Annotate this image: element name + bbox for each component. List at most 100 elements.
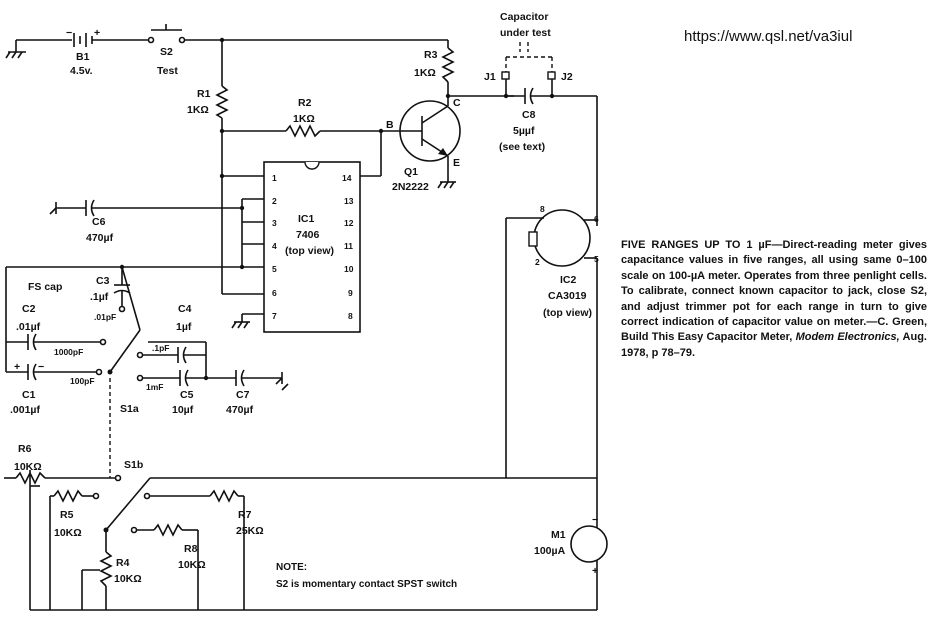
r3-label: R3 [424, 49, 438, 61]
c7-value: 470µf [226, 404, 254, 416]
ic1-value: 7406 [296, 229, 320, 241]
c2-value: .01µf [16, 321, 41, 333]
resistor-r5 [53, 489, 83, 503]
c3-label: C3 [96, 275, 110, 287]
switch-s1b[interactable] [103, 477, 151, 533]
ic1-chip [263, 161, 361, 333]
ic1-pin-13: 13 [344, 196, 354, 206]
r3-value: 1KΩ [414, 67, 436, 79]
cap-under-test-label-1: Capacitor [500, 11, 548, 23]
switch-s1a[interactable] [107, 329, 141, 375]
r6-value: 10KΩ [14, 461, 42, 473]
c6-value: 470µf [86, 232, 114, 244]
ic1-pin-2: 2 [272, 196, 277, 206]
ic1-pin-12: 12 [344, 218, 354, 228]
capacitor-c2 [6, 333, 100, 351]
figure-caption: FIVE RANGES UP TO 1 µF—Direct-reading me… [621, 238, 927, 361]
b1-value: 4.5v. [70, 65, 93, 77]
ic2-pin-2: 2 [535, 257, 540, 267]
meter-m1 [570, 525, 608, 563]
ic2-chip [528, 209, 591, 267]
c5-label: C5 [180, 389, 194, 401]
r5-value: 10KΩ [54, 527, 82, 539]
s2-value: Test [157, 65, 178, 77]
resistor-r1 [215, 85, 229, 119]
ic1-pin-4: 4 [272, 241, 277, 251]
s2-label: S2 [160, 46, 173, 58]
switch-s2 [147, 24, 186, 44]
note-text: S2 is momentary contact SPST switch [276, 579, 457, 590]
pos-1000pf-label: 1000pF [54, 347, 83, 357]
m1-label: M1 [551, 529, 566, 541]
ic2-note: (top view) [543, 307, 592, 319]
ic1-pin-6: 6 [272, 288, 277, 298]
c3-position-label: .01pF [94, 312, 116, 322]
fs-cap-label: FS cap [28, 281, 62, 293]
ic1-pin-3: 3 [272, 218, 277, 228]
ic2-value: CA3019 [548, 290, 587, 302]
battery-b1 [73, 33, 93, 47]
ic2-pin-6: 6 [594, 214, 599, 224]
ground-b1 [5, 40, 26, 59]
q1-label: Q1 [404, 166, 418, 178]
c5-value: 10µf [172, 404, 194, 416]
q1-emitter-label: E [453, 157, 460, 169]
c2-label: C2 [22, 303, 36, 315]
ic1-pin-9: 9 [348, 288, 353, 298]
r7-label: R7 [238, 509, 252, 521]
ic1-pin-8: 8 [348, 311, 353, 321]
source-url: https://www.qsl.net/va3iul [684, 28, 853, 45]
ground-c7 [275, 372, 289, 391]
ground-ic1 [231, 314, 250, 329]
ic1-label: IC1 [298, 213, 315, 225]
q1-collector-label: C [453, 97, 461, 109]
ic2-pin-8: 8 [540, 204, 545, 214]
ic1-note: (top view) [285, 245, 334, 257]
ic1-pin-14: 14 [342, 173, 352, 183]
pos-1mf-label: 1mF [146, 382, 163, 392]
m1-plus: + [592, 565, 598, 577]
c1-minus: − [38, 361, 44, 373]
capacitor-c8 [506, 87, 597, 105]
ic1-pin-10: 10 [344, 264, 354, 274]
b1-plus: + [94, 27, 100, 39]
s1b-label: S1b [124, 459, 143, 471]
ic1-pin-5: 5 [272, 264, 277, 274]
r6-label: R6 [18, 443, 32, 455]
c1-value: .001µf [10, 404, 40, 416]
pos-01pf-label: .1pF [152, 343, 169, 353]
ground-q1 [437, 181, 456, 189]
note-title: NOTE: [276, 562, 307, 573]
caption-tail: Aug. 1978, p 78–79. [621, 331, 927, 359]
b1-minus: − [66, 27, 72, 39]
m1-value: 100µA [534, 545, 566, 557]
s1a-label: S1a [120, 403, 139, 415]
ic1-pin-7: 7 [272, 311, 277, 321]
resistor-r2 [285, 124, 321, 138]
c8-value: 5µµf [513, 125, 535, 137]
c6-label: C6 [92, 216, 106, 228]
c3-value: .1µf [90, 291, 109, 303]
jack-j2[interactable] [547, 71, 556, 80]
j2-label: J2 [561, 71, 573, 83]
ic1-pin-11: 11 [344, 241, 353, 251]
q1-base-label: B [386, 119, 394, 131]
m1-minus: − [592, 514, 598, 526]
caption-text: FIVE RANGES UP TO 1 µF—Direct-reading me… [621, 239, 927, 344]
ic1-pin-1: 1 [272, 173, 277, 183]
resistor-r8 [153, 523, 183, 537]
jack-j1[interactable] [501, 71, 510, 80]
capacitor-c1 [5, 342, 96, 381]
c8-note: (see text) [499, 141, 545, 153]
r5-label: R5 [60, 509, 74, 521]
resistor-r3 [441, 47, 455, 83]
capacitor-c6 [56, 199, 95, 217]
r4-label: R4 [116, 557, 130, 569]
j1-label: J1 [484, 71, 496, 83]
resistor-r4 [99, 551, 113, 587]
c7-label: C7 [236, 389, 250, 401]
cap-under-test-symbol [505, 42, 553, 72]
c8-label: C8 [522, 109, 536, 121]
capacitor-c7 [235, 369, 282, 387]
